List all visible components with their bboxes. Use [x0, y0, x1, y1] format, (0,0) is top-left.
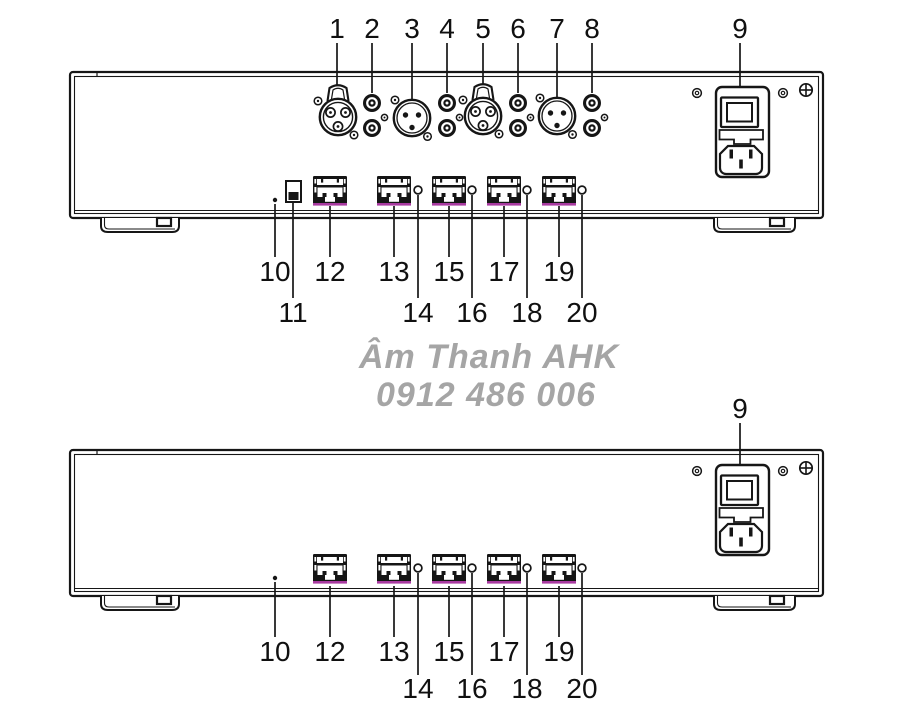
- callout-10: 10: [259, 256, 290, 287]
- rear-panel-view-1: 1 2 3 4 5 6 7 8 9 10 12 13 15 17 19 11 1…: [70, 13, 823, 328]
- callout-5: 5: [475, 13, 491, 44]
- callout-3: 3: [404, 13, 420, 44]
- callout-13: 13: [378, 256, 409, 287]
- callout-1: 1: [329, 13, 345, 44]
- callout-15: 15: [433, 256, 464, 287]
- callout-20: 20: [566, 297, 597, 328]
- watermark: Âm Thanh AHK 0912 486 006: [358, 338, 621, 414]
- leader-lines-bottom-2: [274, 573, 583, 675]
- callout-11: 11: [278, 297, 307, 328]
- leader-lines-bottom: [274, 195, 583, 298]
- watermark-line1: Âm Thanh AHK: [358, 338, 621, 376]
- callout-14: 14: [402, 297, 433, 328]
- callout-18b: 18: [511, 673, 542, 704]
- watermark-line2: 0912 486 006: [376, 376, 596, 414]
- callout-17: 17: [488, 256, 519, 287]
- callout-16: 16: [456, 297, 487, 328]
- callout-4: 4: [439, 13, 455, 44]
- callout-7: 7: [549, 13, 565, 44]
- callout-9b: 9: [732, 393, 748, 424]
- leader-lines-top: [336, 43, 741, 99]
- callout-18: 18: [511, 297, 542, 328]
- callout-12b: 12: [314, 636, 345, 667]
- callout-14b: 14: [402, 673, 433, 704]
- chassis-2: [70, 450, 823, 610]
- callout-19: 19: [543, 256, 574, 287]
- callout-17b: 17: [488, 636, 519, 667]
- slide-switch-11: [285, 180, 302, 203]
- callout-8: 8: [584, 13, 600, 44]
- callout-16b: 16: [456, 673, 487, 704]
- callout-9: 9: [732, 13, 748, 44]
- rear-panel-view-2: 9 10 12 13 15 17 19 14 16 18 20: [70, 393, 823, 704]
- callout-19b: 19: [543, 636, 574, 667]
- callout-6: 6: [510, 13, 526, 44]
- callout-20b: 20: [566, 673, 597, 704]
- callout-15b: 15: [433, 636, 464, 667]
- callout-10b: 10: [259, 636, 290, 667]
- callout-13b: 13: [378, 636, 409, 667]
- callout-2: 2: [364, 13, 380, 44]
- callout-12: 12: [314, 256, 345, 287]
